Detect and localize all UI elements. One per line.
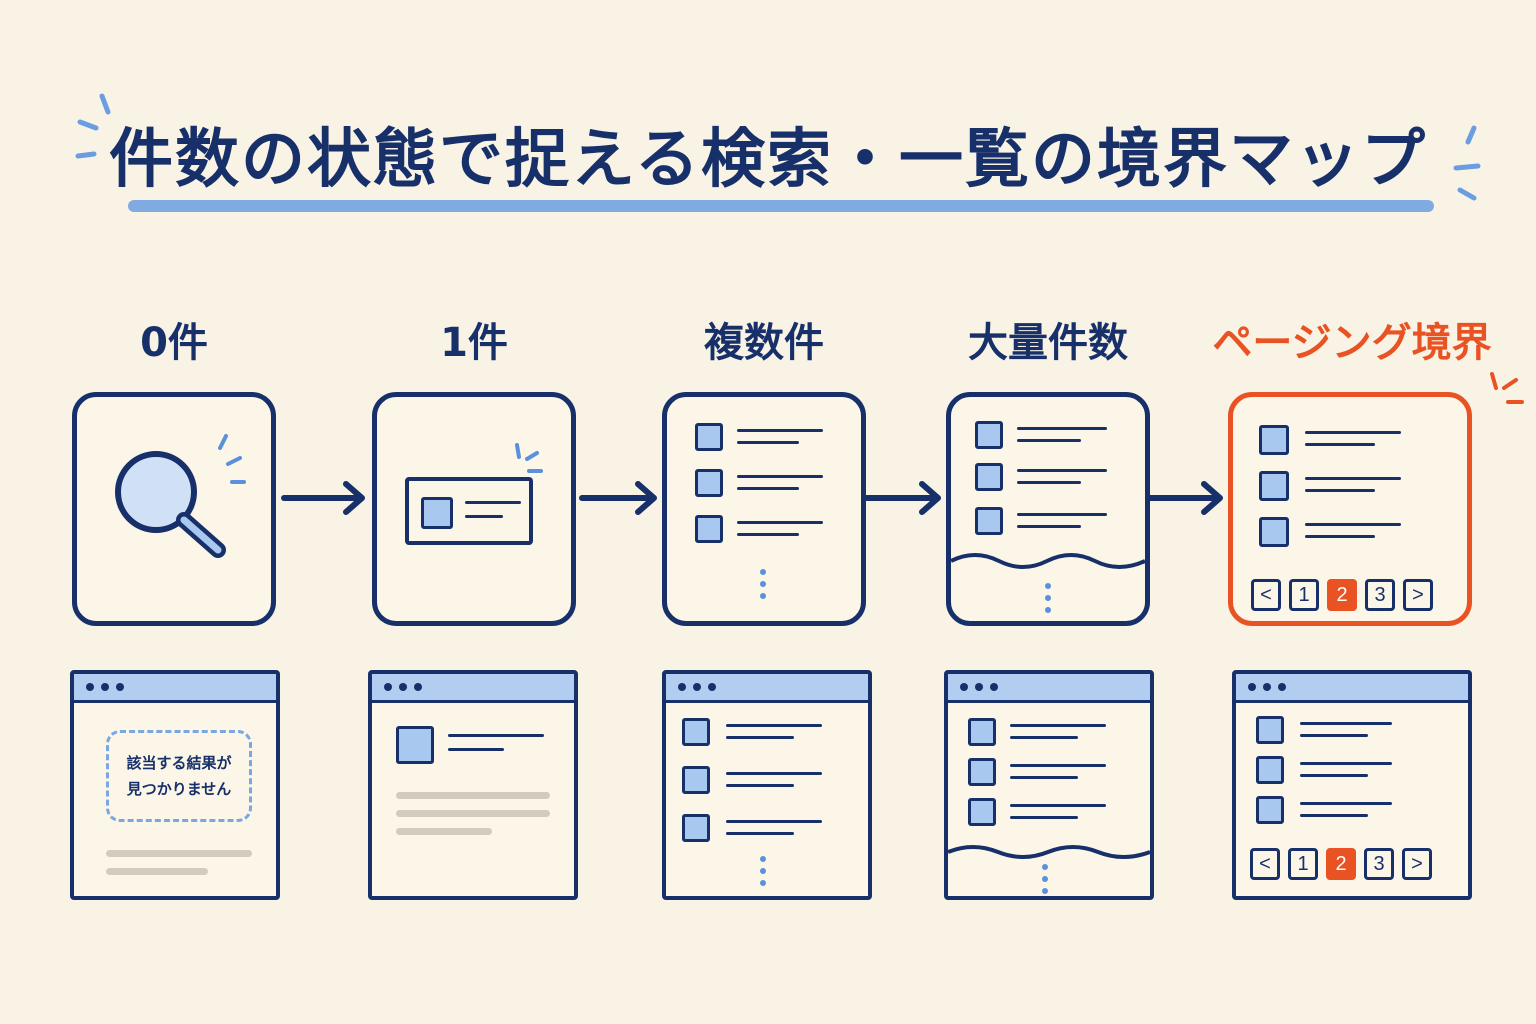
arrow-right-icon bbox=[579, 481, 657, 515]
page-button[interactable]: 3 bbox=[1364, 848, 1394, 880]
next-page-button[interactable]: > bbox=[1402, 848, 1432, 880]
single-result-item bbox=[405, 477, 533, 545]
card-multiple-results bbox=[662, 392, 866, 626]
column-label-zero: 0件 bbox=[140, 320, 208, 366]
page-title: 件数の状態で捉える検索・一覧の境界マップ bbox=[108, 123, 1428, 197]
arrow-right-icon bbox=[1145, 481, 1223, 515]
empty-state-message: 該当する結果が 見つかりません bbox=[106, 730, 252, 822]
column-label-paging: ページング境界 bbox=[1212, 320, 1492, 366]
window-titlebar bbox=[372, 674, 574, 703]
window-one-result bbox=[368, 670, 578, 900]
window-large-results bbox=[944, 670, 1154, 900]
magnifier-icon bbox=[115, 434, 246, 558]
more-indicator bbox=[1045, 583, 1051, 619]
arrow-right-icon bbox=[863, 481, 941, 515]
page-button[interactable]: 1 bbox=[1289, 579, 1319, 611]
card-paging-boundary: < 1 2 3 > bbox=[1228, 392, 1472, 626]
window-multiple-results bbox=[662, 670, 872, 900]
window-titlebar bbox=[948, 674, 1150, 703]
card-one-result bbox=[372, 392, 576, 626]
page-button[interactable]: 1 bbox=[1288, 848, 1318, 880]
window-titlebar bbox=[1236, 674, 1468, 703]
card-large-results bbox=[946, 392, 1150, 626]
window-zero-results: 該当する結果が 見つかりません bbox=[70, 670, 280, 900]
pagination: < 1 2 3 > bbox=[1251, 579, 1433, 611]
column-label-large: 大量件数 bbox=[968, 320, 1128, 366]
page-button-active[interactable]: 2 bbox=[1327, 579, 1357, 611]
more-indicator bbox=[760, 856, 766, 892]
empty-state-line1: 該当する結果が bbox=[126, 754, 232, 772]
sparkle-icon bbox=[75, 93, 111, 159]
title-underline bbox=[128, 200, 1434, 212]
more-indicator bbox=[760, 569, 766, 605]
column-label-multiple: 複数件 bbox=[704, 320, 824, 366]
prev-page-button[interactable]: < bbox=[1250, 848, 1280, 880]
column-label-one: 1件 bbox=[440, 320, 508, 366]
window-titlebar bbox=[666, 674, 868, 703]
sparkle-icon bbox=[515, 443, 543, 473]
sparkle-icon bbox=[1490, 372, 1524, 404]
card-zero-results bbox=[72, 392, 276, 626]
window-paging: < 1 2 3 > bbox=[1232, 670, 1472, 900]
window-titlebar bbox=[74, 674, 276, 703]
next-page-button[interactable]: > bbox=[1403, 579, 1433, 611]
arrow-right-icon bbox=[281, 481, 365, 515]
page-button-active[interactable]: 2 bbox=[1326, 848, 1356, 880]
page-button[interactable]: 3 bbox=[1365, 579, 1395, 611]
more-indicator bbox=[1042, 864, 1048, 896]
sparkle-icon bbox=[1453, 125, 1481, 201]
cutoff-wave bbox=[948, 845, 1150, 859]
pagination: < 1 2 3 > bbox=[1250, 848, 1432, 880]
empty-state-line2: 見つかりません bbox=[126, 780, 232, 798]
prev-page-button[interactable]: < bbox=[1251, 579, 1281, 611]
cutoff-wave bbox=[951, 553, 1145, 569]
